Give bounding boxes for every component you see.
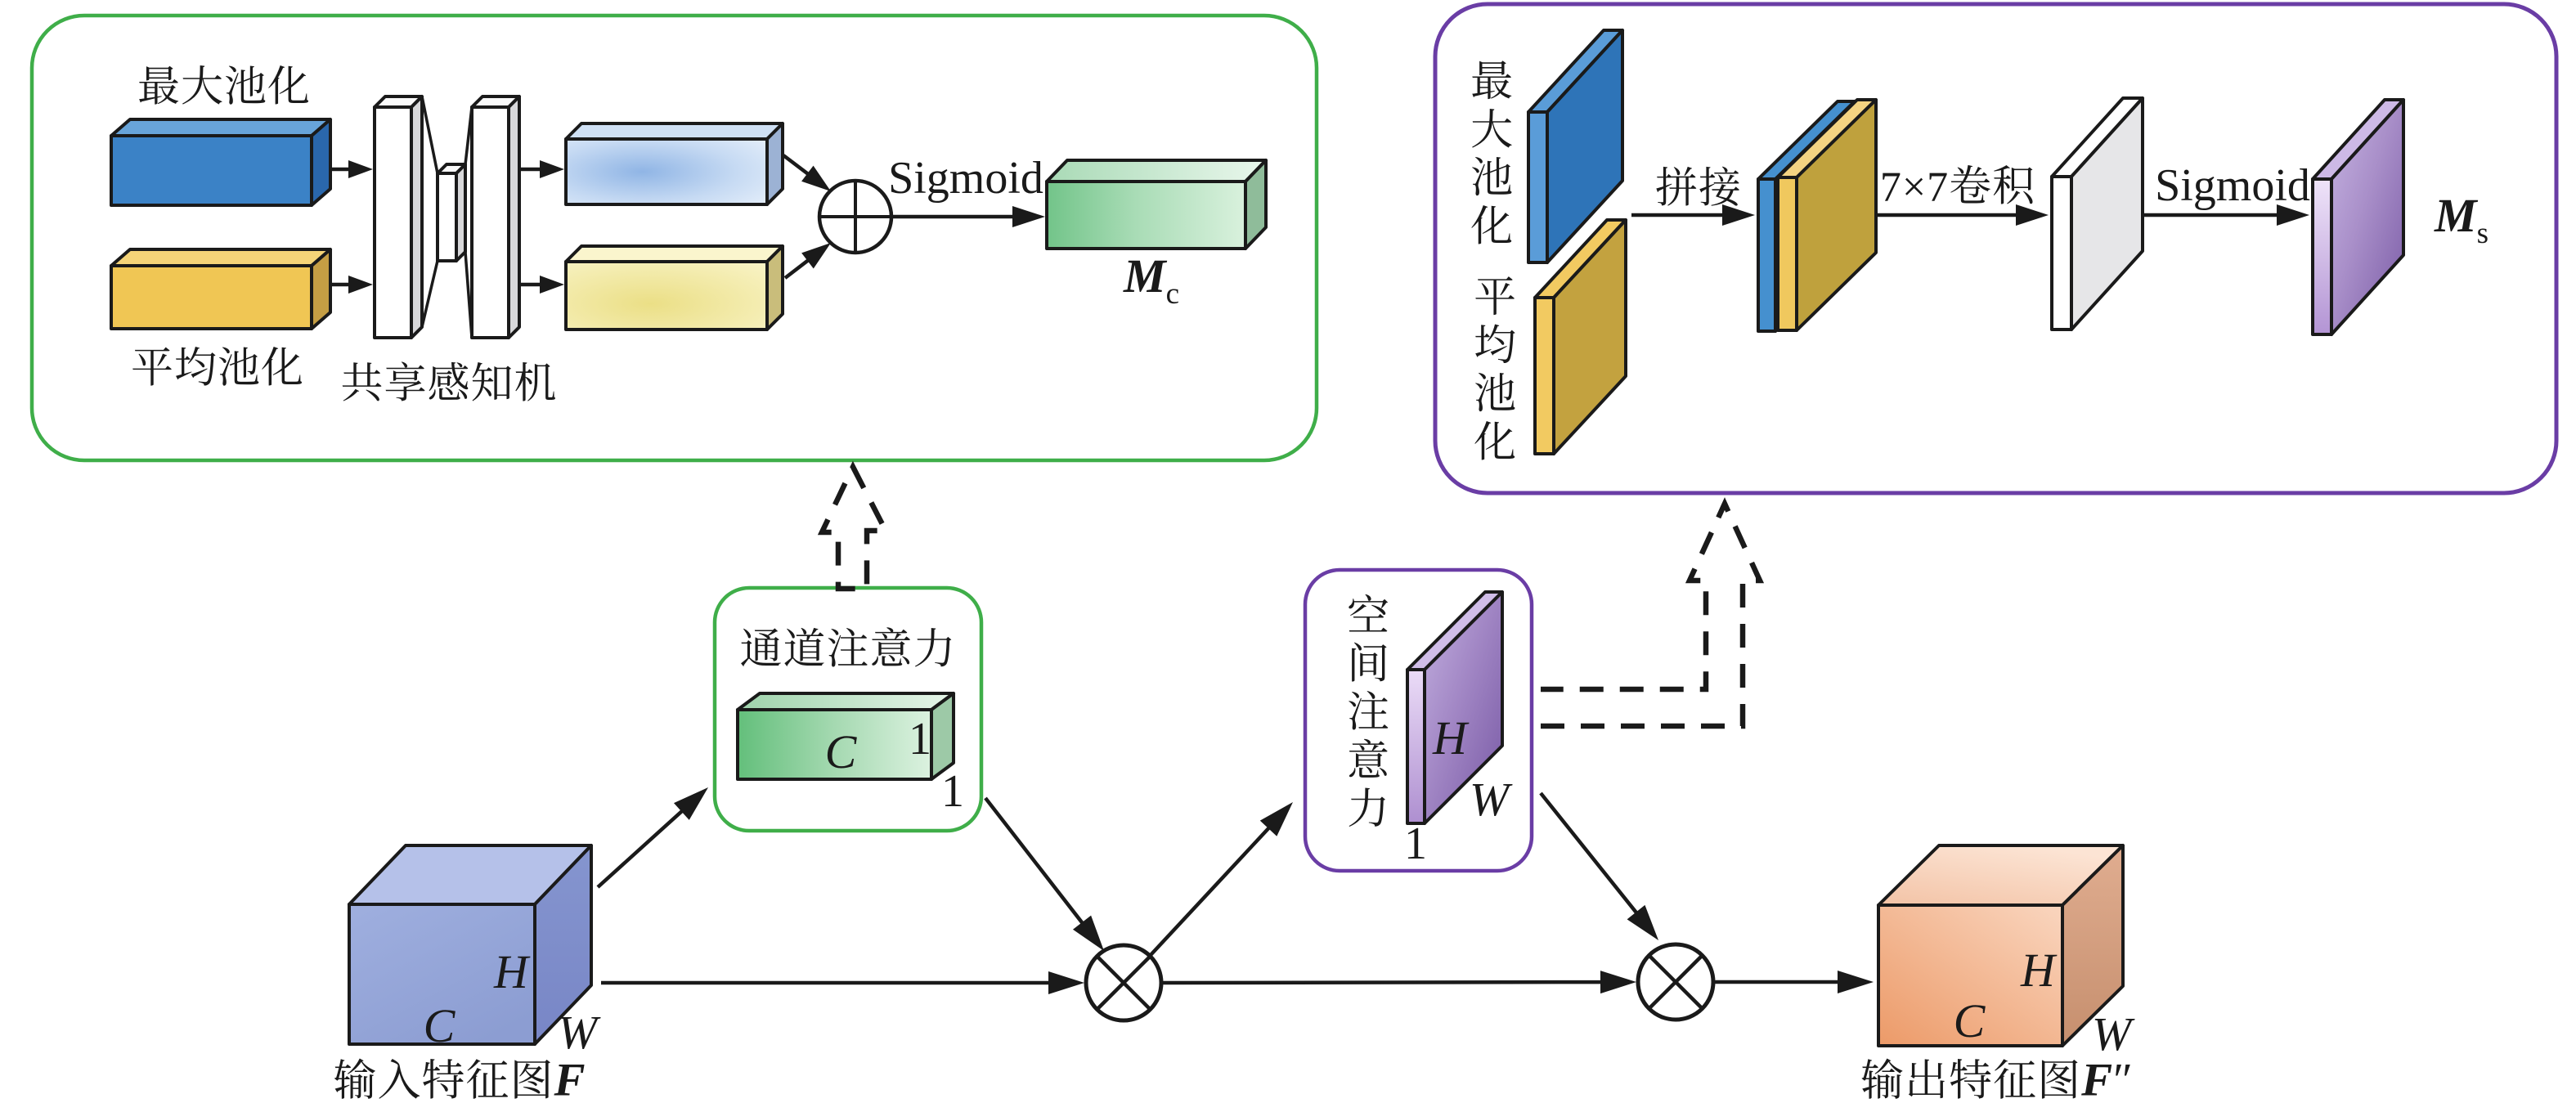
arrow-max-out-to-add-head — [801, 165, 831, 191]
mlp-bottleneck-front — [436, 172, 458, 262]
output-cube-dim-w: W — [2091, 1007, 2132, 1061]
spatial-maxpool-plate-front — [1527, 110, 1549, 264]
channel-bar-dim-one-right: 1 — [909, 714, 931, 765]
arrow-channel-box-to-mul1-head — [1072, 915, 1104, 951]
avgpool-bar-front — [110, 264, 313, 330]
spatial-maxpool-label: 最大池化 — [1463, 58, 1510, 251]
input-cube-dim-c: C — [423, 999, 456, 1053]
spatial-attention-label: 空间注意力 — [1340, 592, 1387, 834]
spatial-sigmoid-label: Sigmoid — [2155, 160, 2310, 212]
arrow-cube-to-channel-box-head — [673, 787, 708, 820]
multiply-icon-1-d2 — [1095, 954, 1152, 1011]
arrow-mul1-to-spatial-box-line — [1149, 826, 1272, 957]
multiply-icon-2-d2 — [1647, 953, 1704, 1011]
mlp-out-max-bar-front — [564, 137, 769, 206]
output-cube-dim-c: C — [1953, 994, 1986, 1048]
mlp-right-plate-front — [470, 105, 510, 339]
input-cube-dim-w: W — [557, 1006, 598, 1060]
shared-mlp-label: 共享感知机 — [340, 361, 558, 408]
dashed-arrow-channel — [817, 460, 891, 592]
ms-plate-front — [2311, 177, 2333, 336]
arrow-max-out-to-add-line — [782, 154, 810, 177]
maxpool-bar-side — [310, 118, 332, 207]
channel-output-symbol: Mc — [1123, 249, 1180, 311]
spatial-output-symbol: Ms — [2435, 189, 2488, 250]
arrow-sigmoid-to-ms-head — [2277, 204, 2309, 226]
mlp-out-max-bar-side — [765, 122, 784, 206]
maxpool-bar-front — [110, 134, 313, 207]
spatial-detail-panel — [1433, 2, 2559, 495]
channel-attention-label: 通道注意力 — [739, 626, 957, 674]
arrow-mul1-to-spatial-box-head — [1259, 802, 1293, 836]
conv-plate-front — [2050, 175, 2073, 331]
mlp-funnel-top-left — [420, 96, 439, 174]
arrow-channel-box-to-mul1-line — [984, 796, 1085, 926]
mc-bar-top — [1045, 159, 1268, 183]
input-cube-caption: 输入特征图F — [333, 1054, 586, 1106]
concat-blue-slab-front — [1757, 177, 1777, 333]
spatial-attention-box — [1303, 567, 1534, 873]
avgpool-bar-top — [110, 248, 332, 267]
arrow-cube-to-channel-box-line — [596, 809, 684, 889]
arrow-mlp-to-avg-out-head — [540, 276, 564, 294]
input-cube-dim-h: H — [494, 945, 528, 999]
spatial-avgpool-label: 平均池化 — [1466, 274, 1514, 467]
mlp-out-avg-bar-top — [564, 244, 784, 263]
channel-detail-panel — [29, 13, 1319, 463]
arrow-avg-out-to-add-line — [783, 258, 810, 280]
arrow-spatial-box-to-mul2-line — [1539, 791, 1639, 915]
output-cube-caption: 输出特征图F″ — [1860, 1054, 2134, 1106]
conv-label: 7×7卷积 — [1879, 164, 2036, 211]
arrow-mul2-to-output-head — [1838, 971, 1874, 993]
concat-label: 拼接 — [1654, 165, 1743, 213]
arrow-mul1-to-mul2-head — [1600, 971, 1636, 994]
concat-yellow-slab-front — [1776, 176, 1798, 332]
spatial-attention-plate-front — [1406, 668, 1426, 825]
arrow-sigmoid-to-mc-head — [1012, 206, 1045, 227]
spatial-plate-dim-w: W — [1469, 773, 1510, 827]
spatial-plate-dim-h: H — [1433, 711, 1467, 765]
arrow-cube-to-mul1-head — [1048, 971, 1084, 994]
mc-bar-front — [1045, 180, 1247, 250]
input-cube-front — [348, 903, 536, 1046]
channel-maxpool-label: 最大池化 — [137, 64, 312, 111]
spatial-plate-dim-one: 1 — [1404, 818, 1427, 870]
avgpool-bar-side — [310, 248, 332, 330]
mlp-funnel-bottom-left — [420, 260, 439, 328]
mlp-out-avg-bar-front — [564, 260, 769, 331]
channel-avgpool-label: 平均池化 — [130, 345, 305, 392]
arrow-spatial-box-to-mul2-head — [1627, 904, 1658, 940]
mlp-out-avg-bar-side — [765, 244, 784, 331]
mlp-left-plate-front — [373, 105, 413, 339]
arrow-avgpool-to-mlp-head — [348, 276, 373, 294]
arrow-maxpool-to-mlp-head — [348, 160, 373, 178]
spatial-avgpool-plate-front — [1533, 296, 1555, 455]
output-cube-dim-h: H — [2021, 944, 2055, 998]
channel-sigmoid-label: Sigmoid — [888, 153, 1043, 204]
arrow-concat-head — [1722, 204, 1755, 226]
arrow-mlp-to-max-out-head — [540, 160, 564, 178]
arrow-mul1-to-mul2-line — [1160, 980, 1603, 985]
arrow-conv-head — [2016, 204, 2049, 226]
channel-bar-dim-one-corner: 1 — [941, 766, 964, 818]
output-cube-front — [1877, 904, 2064, 1047]
mlp-out-max-bar-top — [564, 122, 784, 141]
dashed-arrow-spatial — [1541, 497, 1765, 729]
channel-attention-bar-front — [736, 708, 933, 781]
channel-attention-bar-top — [736, 692, 955, 711]
arrow-avg-out-to-add-head — [801, 243, 831, 269]
maxpool-bar-top — [110, 118, 332, 137]
channel-bar-dim-c: C — [824, 725, 857, 779]
